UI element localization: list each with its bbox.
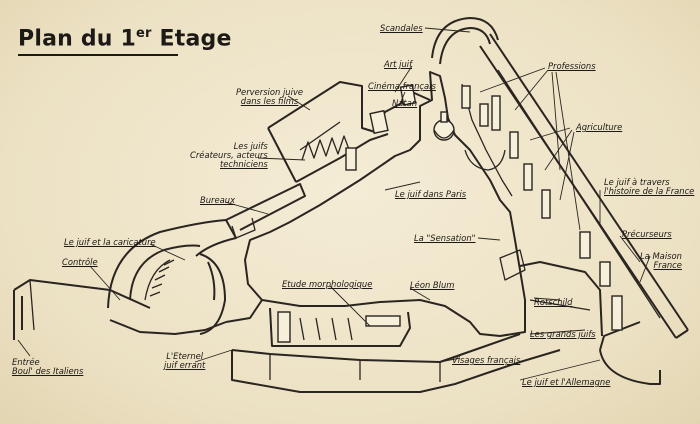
label-etude-morphologique: Etude morphologique bbox=[282, 279, 373, 289]
label-juif-allemagne: Le juif et l'Allemagne bbox=[522, 377, 611, 387]
sculpture bbox=[433, 111, 455, 141]
bottom-gallery bbox=[225, 299, 561, 393]
leader-lines bbox=[17, 27, 651, 381]
label-rotschild: Rotschild bbox=[534, 297, 573, 307]
label-perversion: Perversion juive dans les films bbox=[236, 87, 304, 106]
entrance-area bbox=[13, 279, 227, 340]
label-scandales: Scandales bbox=[380, 23, 423, 33]
label-sensation: La "Sensation" bbox=[414, 233, 476, 243]
plan-title: Plan du 1er Etage bbox=[18, 26, 232, 52]
label-cinema-francais: Cinéma français bbox=[368, 81, 436, 91]
title-underline bbox=[18, 54, 178, 56]
label-juif-dans-paris: Le juif dans Paris bbox=[395, 189, 467, 199]
label-caricature: Le juif et la caricature bbox=[64, 237, 156, 247]
label-leon-blum: Léon Blum bbox=[410, 280, 455, 290]
bureaux-corridor bbox=[225, 183, 306, 239]
label-eternel-juif-errant: L'Eternel juif errant bbox=[164, 351, 206, 370]
label-natan: Natan bbox=[392, 98, 418, 108]
label-entree: Entrée Boul' des Italiens bbox=[12, 357, 84, 376]
label-professions: Professions bbox=[548, 61, 596, 71]
label-visages-francais: Visages français bbox=[452, 355, 521, 365]
label-precurseurs: Précurseurs bbox=[622, 229, 672, 239]
label-controle: Contrôle bbox=[62, 257, 98, 267]
right-rooms bbox=[461, 85, 623, 337]
etude-rooms bbox=[269, 307, 411, 347]
caricature-rotunda bbox=[107, 219, 237, 335]
cinema-seats bbox=[301, 135, 357, 171]
label-maison-france: La Maison France bbox=[640, 251, 682, 270]
right-gallery bbox=[479, 33, 689, 385]
label-createurs: Les juifs Créateurs, acteurs techniciens bbox=[190, 141, 268, 169]
label-art-juif: Art juif bbox=[384, 59, 413, 69]
label-juif-a-travers: Le juif à travers l'histoire de la Franc… bbox=[604, 177, 695, 196]
label-agriculture: Agriculture bbox=[576, 122, 623, 132]
label-grands-juifs: Les grands juifs bbox=[530, 329, 596, 339]
scandales-rotunda bbox=[431, 17, 499, 65]
label-bureaux: Bureaux bbox=[200, 195, 236, 205]
